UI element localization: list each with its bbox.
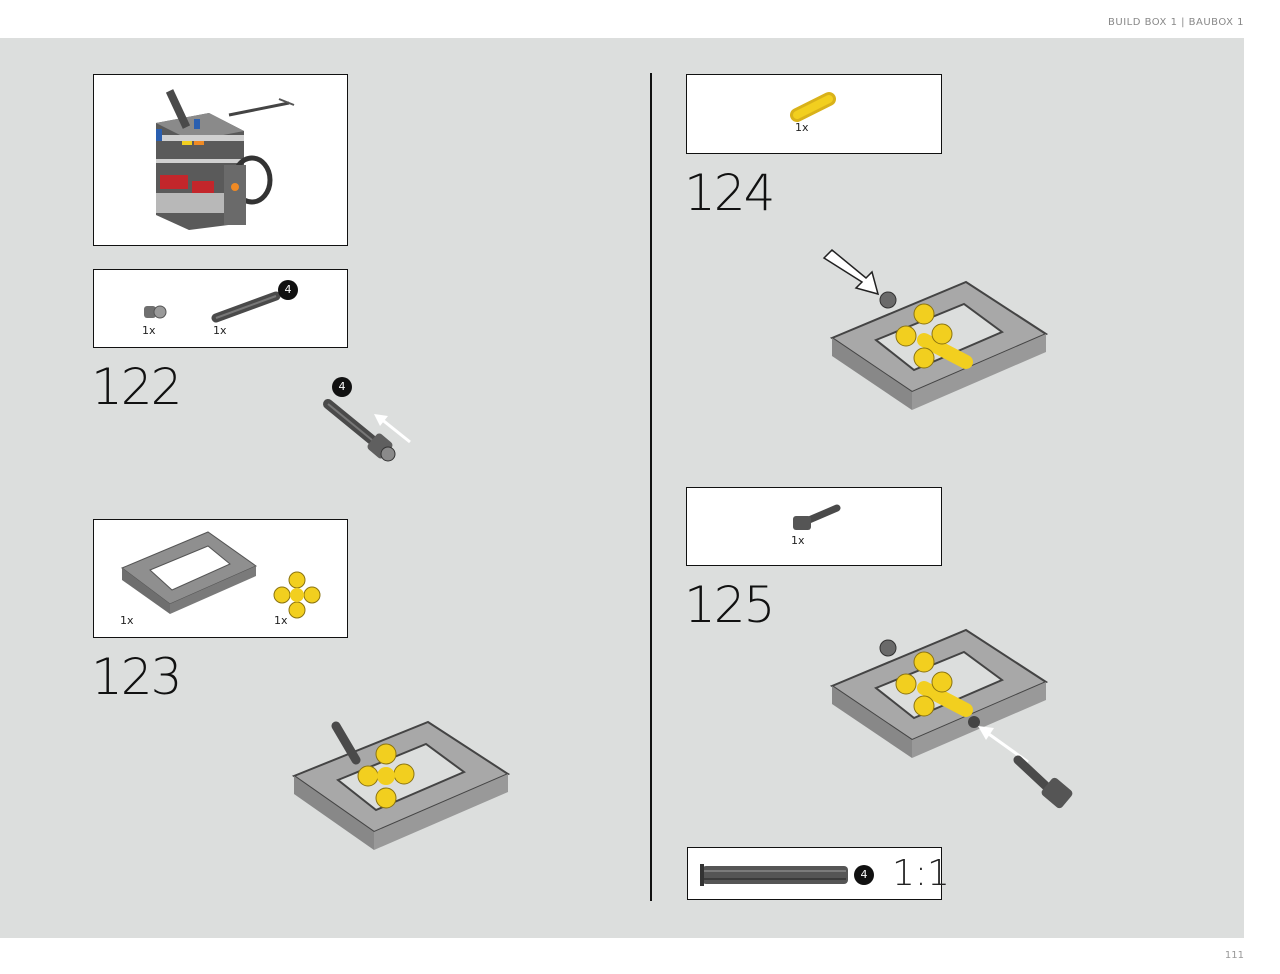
step-123-part-2-qty: 1x [274, 614, 288, 627]
step-124-parts-box: 1x [686, 74, 942, 154]
step-124-arrow-icon [822, 248, 880, 296]
step-122-number: 122 [91, 358, 182, 416]
step-123-part-1-qty: 1x [120, 614, 134, 627]
axle-with-bush-icon [323, 399, 396, 462]
frame-with-cross-blocks-icon [291, 720, 511, 850]
step-122-part-1-qty: 1x [142, 324, 156, 337]
model-preview-box [93, 74, 348, 246]
frame-with-axle-pin-icon [829, 628, 1049, 758]
step-122-callout-badge: 4 [332, 377, 352, 397]
bush-icon [144, 305, 167, 319]
page-number: 111 [1224, 950, 1244, 961]
step-125-part-1-qty: 1x [791, 534, 805, 547]
yellow-axle-connector-icon [790, 92, 836, 122]
step-122-part-2-qty: 1x [213, 324, 227, 337]
scale-ruler-badge: 4 [854, 865, 874, 885]
cross-block-icon [273, 571, 321, 619]
axle-pin-icon [793, 504, 841, 530]
step-123-number: 123 [91, 648, 182, 706]
step-124-part-1-qty: 1x [795, 121, 809, 134]
assembled-model-icon [156, 89, 295, 230]
axle-4-ruler-icon [700, 864, 848, 886]
axle-pin-insert-icon [1013, 755, 1073, 809]
step-124-number: 124 [684, 164, 775, 222]
axle-length-badge: 4 [278, 280, 298, 300]
scale-ruler-box: 4 1:1 [687, 847, 950, 900]
insert-arrow-icon [374, 414, 411, 444]
axle-icon [211, 291, 281, 323]
step-125-parts-box: 1x [686, 487, 942, 566]
header-text: BUILD BOX 1 | BAUBOX 1 [1108, 17, 1244, 28]
step-123-parts-box: 1x 1x [93, 519, 348, 638]
frame-5x7-icon [121, 531, 258, 614]
step-125-number: 125 [684, 576, 775, 634]
frame-with-connector-icon [829, 280, 1049, 410]
scale-ratio-text: 1:1 [892, 853, 950, 894]
step-122-parts-box: 1x 1x 4 [93, 269, 348, 348]
column-divider [650, 73, 652, 901]
